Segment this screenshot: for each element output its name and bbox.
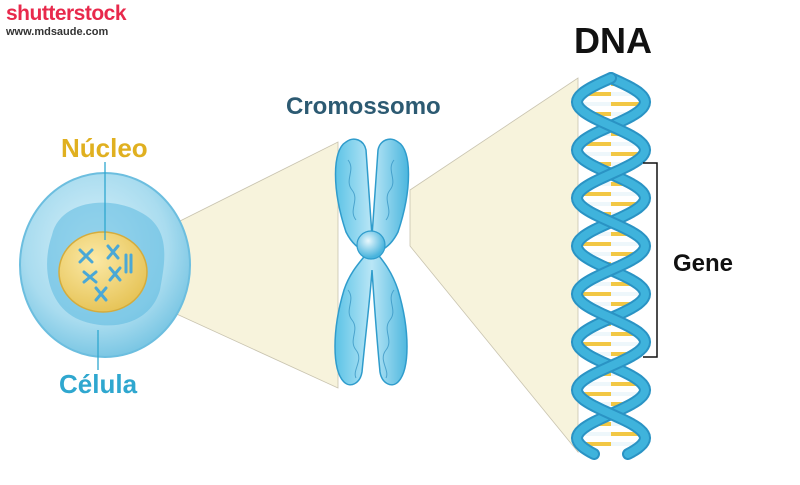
x-chromosome-illustration bbox=[334, 138, 410, 386]
centromere bbox=[356, 230, 386, 260]
cell-label: Célula bbox=[59, 369, 138, 399]
zoom-cone-chromosome-to-dna bbox=[409, 77, 579, 454]
nucleus-label: Núcleo bbox=[61, 133, 148, 163]
gene-bracket bbox=[643, 162, 658, 358]
chromosome-label: Cromossomo bbox=[286, 93, 441, 120]
gene-label: Gene bbox=[673, 250, 734, 277]
double-helix-illustration bbox=[570, 72, 652, 460]
dna-strand-a bbox=[572, 74, 650, 458]
watermark-url: www.mdsaude.com bbox=[6, 26, 109, 38]
watermark-brand: shutterstock bbox=[6, 2, 127, 25]
nucleus bbox=[58, 231, 148, 313]
dna-label: DNA bbox=[574, 20, 652, 61]
cell-illustration bbox=[19, 172, 191, 358]
dna-strand-b bbox=[572, 74, 650, 458]
